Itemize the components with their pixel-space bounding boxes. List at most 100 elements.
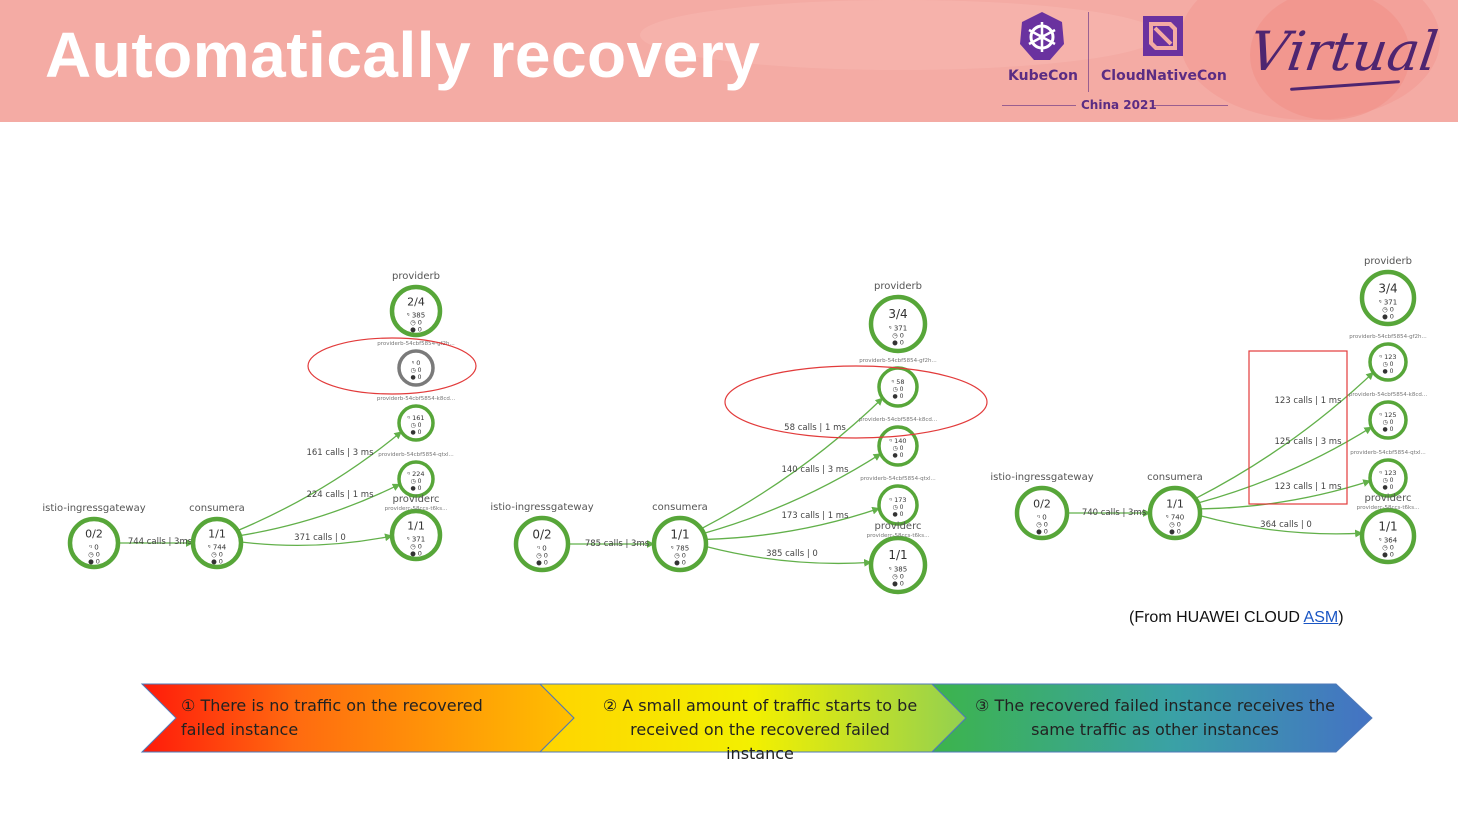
edge-line — [705, 545, 872, 567]
node-consumera-ring — [1147, 485, 1203, 541]
node-consumera-errors: ● 0 — [674, 558, 686, 566]
node-consumera-requests: ᵑ 785 — [671, 544, 689, 552]
node-consumera-label: consumera — [189, 503, 245, 514]
node-ingress-latency: ◷ 0 — [536, 551, 548, 559]
source-prefix: (From HUAWEI CLOUD — [1129, 609, 1304, 626]
node-ingress-ring — [1014, 485, 1070, 541]
node-pod1-errors: ● 0 — [893, 393, 904, 400]
node-ingress-ratio: 0/2 — [1033, 498, 1051, 511]
node-providerc-label: providerc — [393, 494, 440, 505]
node-ingress-requests: ᵑ 0 — [537, 544, 547, 552]
node-consumera-ratio: 1/1 — [208, 528, 226, 541]
node-pod3-errors: ● 0 — [411, 485, 422, 492]
node-pod2-label: providerb-54cbf5854-k8cd... — [377, 396, 456, 402]
edge-label: 744 calls | 3ms — [128, 537, 193, 547]
node-consumera-latency: ◷ 0 — [1169, 521, 1181, 529]
recovered-instance-highlight — [307, 337, 477, 395]
node-pod3-ring — [397, 460, 435, 498]
node-pod3-latency: ◷ 0 — [411, 478, 422, 485]
node-pod3-label: providerb-54cbf5854-qtxl... — [378, 452, 454, 458]
node-pod1-label: providerb-54cbf5854-gf2h... — [859, 358, 937, 364]
edge-label: 123 calls | 1 ms — [1274, 482, 1342, 492]
stage-3-description: The recovered failed instance receives t… — [994, 696, 1335, 739]
node-providerb-ratio: 3/4 — [1378, 281, 1397, 295]
node-pod2-errors: ● 0 — [411, 429, 422, 436]
node-providerb-latency: ◷ 0 — [410, 319, 422, 327]
node-providerb-latency: ◷ 0 — [892, 331, 904, 339]
node-providerc-ratio: 1/1 — [407, 520, 425, 533]
edge-label: 161 calls | 3 ms — [306, 448, 374, 458]
node-pod1-ring — [1368, 342, 1408, 382]
node-pod1-errors: ● 0 — [411, 374, 422, 381]
node-pod2-latency: ◷ 0 — [893, 445, 904, 452]
node-pod1-latency: ◷ 0 — [1383, 361, 1394, 368]
node-providerb-label: providerb — [392, 271, 440, 282]
node-providerc-errors: ● 0 — [892, 579, 904, 587]
node-ingress-ratio: 0/2 — [532, 527, 551, 541]
node-pod1-requests: ᵑ 0 — [412, 359, 421, 367]
node-providerb-errors: ● 0 — [1382, 312, 1394, 320]
recovered-instance-highlight — [724, 365, 988, 439]
edge-label: 785 calls | 3ms — [585, 539, 650, 549]
node-pod2-errors: ● 0 — [893, 452, 904, 459]
node-pod1-label: providerb-54cbf5854-gf2h... — [377, 341, 455, 347]
stage-2-text: ② A small amount of traffic starts to be… — [600, 694, 920, 766]
node-providerc-pod-label: providerc-58ccs-t6ks... — [867, 533, 930, 539]
node-pod3-requests: ᵑ 123 — [1379, 469, 1396, 477]
kubernetes-logo-icon — [1020, 12, 1064, 60]
edge-line — [1199, 479, 1371, 510]
node-providerc-ring — [389, 508, 443, 562]
node-providerb-errors: ● 0 — [892, 338, 904, 346]
edge-line — [1199, 515, 1363, 538]
node-providerc-requests: ᵑ 385 — [889, 565, 907, 573]
edge-line — [237, 431, 403, 532]
header-decoration — [640, 0, 1160, 70]
event-rule-left — [1002, 105, 1076, 106]
node-pod2-requests: ᵑ 161 — [407, 414, 424, 422]
node-providerb-label: providerb — [874, 281, 922, 292]
node-ingress-label: istio-ingressgateway — [990, 472, 1093, 483]
node-ingress-requests: ᵑ 0 — [89, 544, 99, 552]
balanced-traffic-highlight — [1248, 350, 1348, 505]
node-providerb-requests: ᵑ 371 — [1379, 298, 1397, 306]
node-pod1-errors: ● 0 — [1383, 368, 1394, 375]
node-ingress-errors: ● 0 — [88, 558, 100, 566]
node-providerb-latency: ◷ 0 — [1382, 305, 1394, 313]
event-rule-right — [1152, 105, 1228, 106]
node-providerb-errors: ● 0 — [410, 326, 422, 334]
node-ingress-label: istio-ingressgateway — [490, 502, 593, 513]
node-providerc-latency: ◷ 0 — [892, 572, 904, 580]
node-pod3-ring — [1368, 458, 1408, 498]
cloudnativecon-logo-icon — [1143, 16, 1183, 56]
stage-1-text: ① There is no traffic on the recovered f… — [181, 694, 531, 742]
node-ingress-ratio: 0/2 — [85, 528, 103, 541]
node-pod1-ring — [397, 349, 435, 387]
node-pod3-errors: ● 0 — [1383, 484, 1394, 491]
edge-line — [700, 397, 884, 530]
header-decoration — [1250, 0, 1410, 120]
node-consumera-errors: ● 0 — [211, 558, 223, 566]
node-ingress-ring — [67, 516, 121, 570]
node-providerc-requests: ᵑ 364 — [1379, 536, 1398, 544]
node-providerc-errors: ● 0 — [410, 550, 422, 558]
node-ingress-ring — [513, 515, 571, 573]
node-providerc-ring — [1359, 507, 1417, 565]
node-consumera-label: consumera — [1147, 472, 1203, 483]
event-label: China 2021 — [1081, 98, 1157, 112]
node-pod2-requests: ᵑ 140 — [889, 437, 906, 445]
asm-link[interactable]: ASM — [1303, 609, 1339, 626]
node-pod2-latency: ◷ 0 — [1383, 419, 1394, 426]
cloudnativecon-label: CloudNativeCon — [1101, 68, 1227, 84]
edge-label: 58 calls | 1 ms — [784, 423, 846, 433]
edge-line — [239, 483, 401, 537]
node-providerb-ring — [1359, 269, 1417, 327]
edge-line — [240, 533, 393, 547]
node-providerb-ratio: 2/4 — [407, 296, 425, 309]
node-pod1-requests: ᵑ 123 — [1379, 353, 1396, 361]
edge-line — [705, 506, 881, 541]
stage-3-text: ③ The recovered failed instance receives… — [975, 694, 1335, 742]
node-consumera-latency: ◷ 0 — [211, 551, 223, 559]
